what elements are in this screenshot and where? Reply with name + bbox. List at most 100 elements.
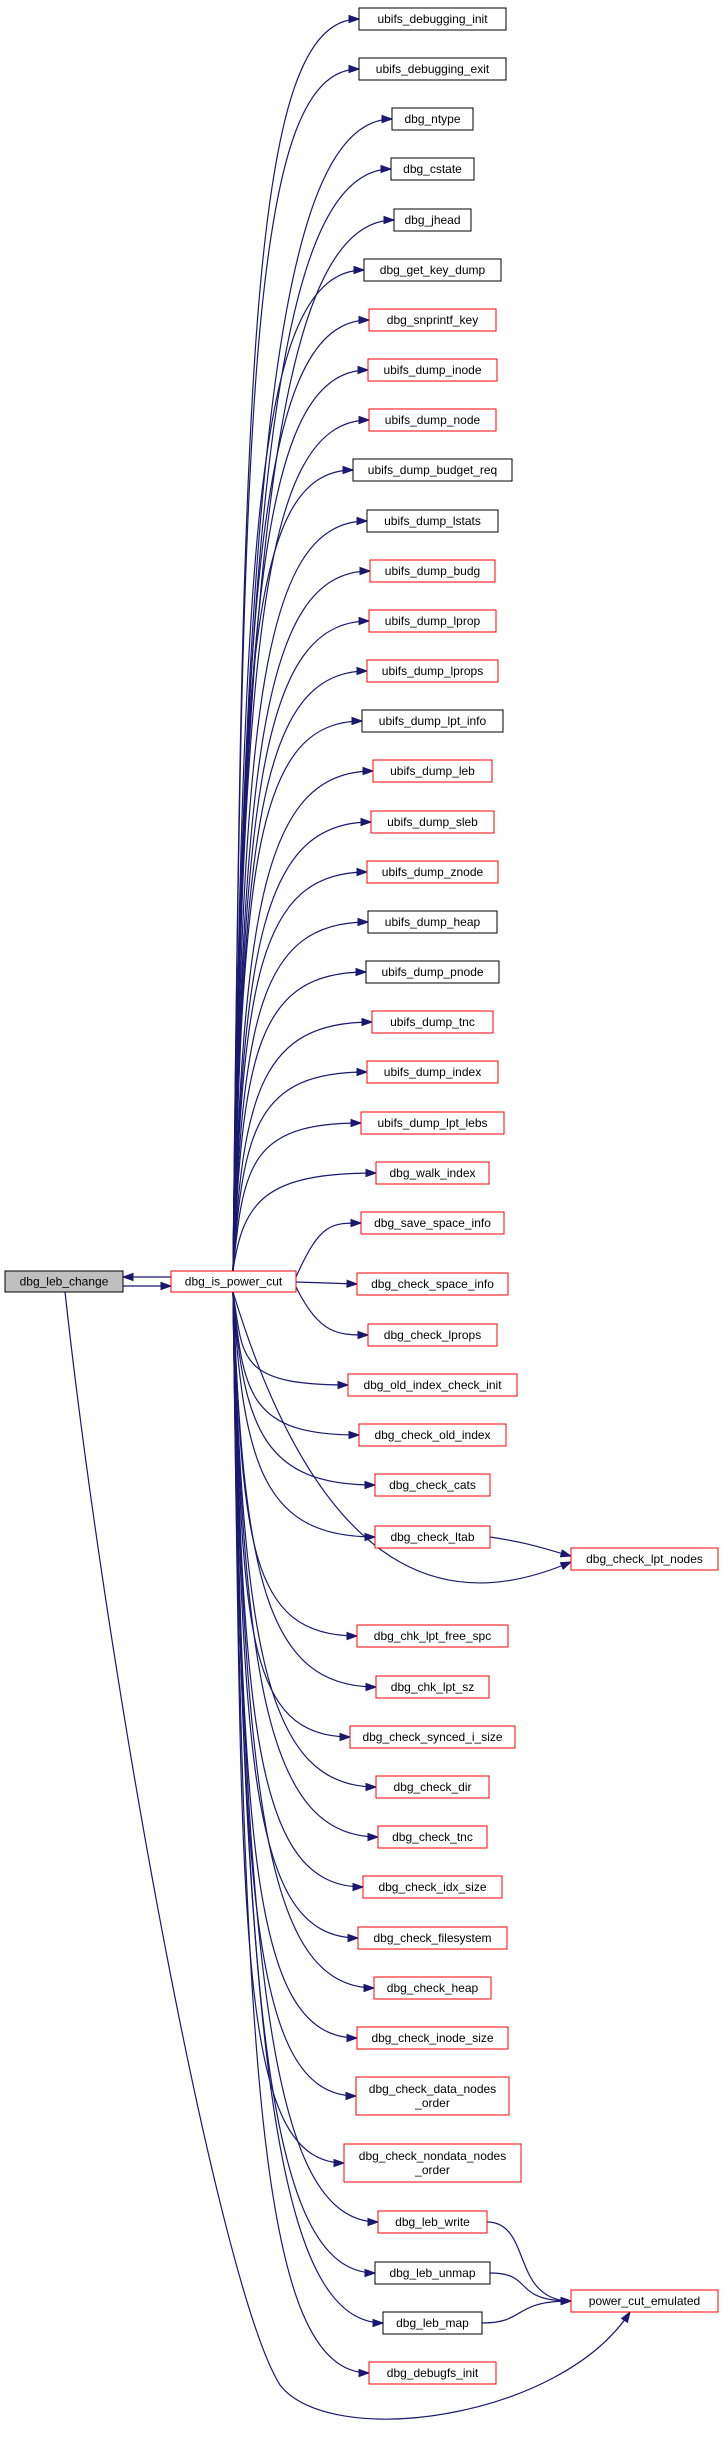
- node-box: [356, 2026, 509, 2050]
- edge-dbg-is-power-cut-to-dbg-check-old-index: [232, 1291, 361, 1440]
- edge-arrowhead: [356, 867, 369, 877]
- node-ubifs-dump-node[interactable]: ubifs_dump_node: [368, 408, 497, 432]
- node-dbg-check-lpt-nodes[interactable]: dbg_check_lpt_nodes: [570, 1547, 719, 1571]
- node-dbg-check-old-index[interactable]: dbg_check_old_index: [358, 1423, 507, 1447]
- edge-arrowhead: [365, 1168, 378, 1178]
- node-dbg-check-synced-i-size[interactable]: dbg_check_synced_i_size: [349, 1725, 516, 1749]
- node-dbg-snprintf-key[interactable]: dbg_snprintf_key: [368, 308, 497, 332]
- edge-line: [232, 1291, 358, 2039]
- edge-arrowhead: [362, 766, 375, 776]
- node-box: [374, 1473, 491, 1497]
- node-dbg-is-power-cut[interactable]: dbg_is_power_cut: [170, 1270, 297, 1293]
- edge-dbg-is-power-cut-to-dbg-save-space-info: [295, 1218, 363, 1278]
- node-label: dbg_leb_write: [395, 2215, 470, 2229]
- node-dbg-check-data-nodes-order[interactable]: dbg_check_data_nodes_order: [355, 2076, 510, 2116]
- node-dbg-chk-lpt-free-spc[interactable]: dbg_chk_lpt_free_spc: [356, 1624, 509, 1648]
- node-label: dbg_check_lpt_nodes: [586, 1552, 703, 1566]
- edge-arrowhead: [353, 265, 366, 275]
- node-label: ubifs_dump_pnode: [381, 965, 483, 979]
- node-label: dbg_check_tnc: [392, 1830, 473, 1844]
- node-dbg-check-nondata-nodes-order[interactable]: dbg_check_nondata_nodes_order: [343, 2143, 522, 2183]
- node-dbg-check-inode-size[interactable]: dbg_check_inode_size: [356, 2026, 509, 2050]
- node-ubifs-dump-lstats[interactable]: ubifs_dump_lstats: [366, 509, 499, 533]
- edge-dbg-leb-change-to-power-cut-emulated: [64, 1291, 631, 2420]
- edge-line: [232, 1122, 362, 1272]
- edge-line: [295, 1222, 362, 1278]
- edge-arrowhead: [351, 716, 364, 726]
- node-box: [356, 1624, 509, 1648]
- edge-dbg-leb-change-to-dbg-is-power-cut: [123, 1281, 173, 1291]
- edge-dbg-is-power-cut-to-dbg-leb-change: [121, 1272, 171, 1282]
- node-power-cut-emulated[interactable]: power_cut_emulated: [570, 2289, 719, 2313]
- edge-arrowhead: [372, 2318, 385, 2328]
- edge-arrowhead: [348, 64, 361, 74]
- edge-arrowhead: [346, 2033, 359, 2043]
- node-dbg-old-index-check-init[interactable]: dbg_old_index_check_init: [347, 1373, 518, 1397]
- node-box: [366, 860, 499, 884]
- node-dbg-save-space-info[interactable]: dbg_save_space_info: [360, 1211, 505, 1235]
- edge-line: [489, 2272, 572, 2302]
- node-ubifs-dump-budget-req[interactable]: ubifs_dump_budget_req: [352, 458, 513, 482]
- node-ubifs-dump-tnc[interactable]: ubifs_dump_tnc: [371, 1010, 494, 1034]
- node-ubifs-dump-lprop[interactable]: ubifs_dump_lprop: [368, 609, 497, 633]
- node-box: [356, 1272, 509, 1296]
- node-dbg-walk-index[interactable]: dbg_walk_index: [375, 1161, 490, 1185]
- node-ubifs-dump-znode[interactable]: ubifs_dump_znode: [366, 860, 499, 884]
- node-ubifs-dump-sleb[interactable]: ubifs_dump_sleb: [370, 810, 495, 834]
- node-dbg-jhead[interactable]: dbg_jhead: [393, 208, 472, 232]
- node-dbg-cstate[interactable]: dbg_cstate: [390, 157, 475, 181]
- edge-arrowhead: [345, 2091, 358, 2101]
- edge-arrowhead: [367, 2217, 380, 2227]
- node-dbg-leb-map[interactable]: dbg_leb_map: [382, 2311, 483, 2335]
- node-label: dbg_get_key_dump: [380, 263, 486, 277]
- node-ubifs-dump-pnode[interactable]: ubifs_dump_pnode: [365, 960, 500, 984]
- node-ubifs-dump-lprops[interactable]: ubifs_dump_lprops: [366, 659, 499, 683]
- node-dbg-get-key-dump[interactable]: dbg_get_key_dump: [363, 258, 502, 282]
- edge-line: [232, 1291, 345, 2164]
- node-dbg-debugfs-init[interactable]: dbg_debugfs_init: [368, 2361, 497, 2385]
- node-ubifs-dump-lpt-info[interactable]: ubifs_dump_lpt_info: [361, 709, 504, 733]
- node-box: [375, 1775, 490, 1799]
- node-dbg-check-filesystem[interactable]: dbg_check_filesystem: [357, 1926, 508, 1950]
- node-ubifs-dump-index[interactable]: ubifs_dump_index: [366, 1060, 499, 1084]
- node-label: dbg_check_old_index: [374, 1428, 490, 1442]
- node-ubifs-dump-heap[interactable]: ubifs_dump_heap: [367, 910, 498, 934]
- edge-line: [232, 1291, 351, 1738]
- node-label: dbg_cstate: [403, 162, 462, 176]
- edge-arrowhead: [348, 1430, 361, 1440]
- node-dbg-leb-change[interactable]: dbg_leb_change: [4, 1270, 124, 1293]
- edge-line: [232, 720, 363, 1272]
- edge-arrowhead: [347, 1933, 360, 1943]
- node-dbg-check-tnc[interactable]: dbg_check_tnc: [377, 1825, 488, 1849]
- node-dbg-check-lprops[interactable]: dbg_check_lprops: [367, 1323, 498, 1347]
- node-dbg-check-idx-size[interactable]: dbg_check_idx_size: [362, 1875, 503, 1899]
- node-ubifs-debugging-init[interactable]: ubifs_debugging_init: [358, 7, 507, 31]
- node-label: ubifs_dump_znode: [382, 865, 484, 879]
- edge-arrowhead: [358, 315, 371, 325]
- node-dbg-check-dir[interactable]: dbg_check_dir: [375, 1775, 490, 1799]
- node-dbg-check-cats[interactable]: dbg_check_cats: [374, 1473, 491, 1497]
- node-dbg-check-heap[interactable]: dbg_check_heap: [373, 1976, 492, 2000]
- node-dbg-check-ltab[interactable]: dbg_check_ltab: [374, 1525, 491, 1549]
- edge-dbg-is-power-cut-to-dbg-check-nondata-nodes-order: [232, 1291, 346, 2168]
- edge-dbg-is-power-cut-to-ubifs-dump-lstats: [232, 516, 369, 1272]
- node-label: ubifs_dump_node: [385, 413, 481, 427]
- edge-arrowhead: [355, 967, 368, 977]
- edge-line: [232, 269, 365, 1272]
- node-label: dbg_walk_index: [389, 1166, 475, 1180]
- node-box: [377, 1825, 488, 1849]
- node-dbg-leb-write[interactable]: dbg_leb_write: [377, 2210, 488, 2234]
- node-label: dbg_chk_lpt_sz: [391, 1680, 474, 1694]
- node-dbg-check-space-info[interactable]: dbg_check_space_info: [356, 1272, 509, 1296]
- node-box: [355, 2076, 510, 2116]
- node-ubifs-dump-leb[interactable]: ubifs_dump_leb: [372, 759, 493, 783]
- node-dbg-chk-lpt-sz[interactable]: dbg_chk_lpt_sz: [375, 1675, 490, 1699]
- node-ubifs-dump-inode[interactable]: ubifs_dump_inode: [367, 358, 498, 382]
- node-box: [391, 107, 474, 131]
- node-ubifs-dump-budg[interactable]: ubifs_dump_budg: [369, 559, 496, 583]
- node-dbg-leb-unmap[interactable]: dbg_leb_unmap: [374, 2261, 491, 2285]
- node-dbg-ntype[interactable]: dbg_ntype: [391, 107, 474, 131]
- node-ubifs-dump-lpt-lebs[interactable]: ubifs_dump_lpt_lebs: [360, 1111, 505, 1135]
- node-ubifs-debugging-exit[interactable]: ubifs_debugging_exit: [358, 57, 507, 81]
